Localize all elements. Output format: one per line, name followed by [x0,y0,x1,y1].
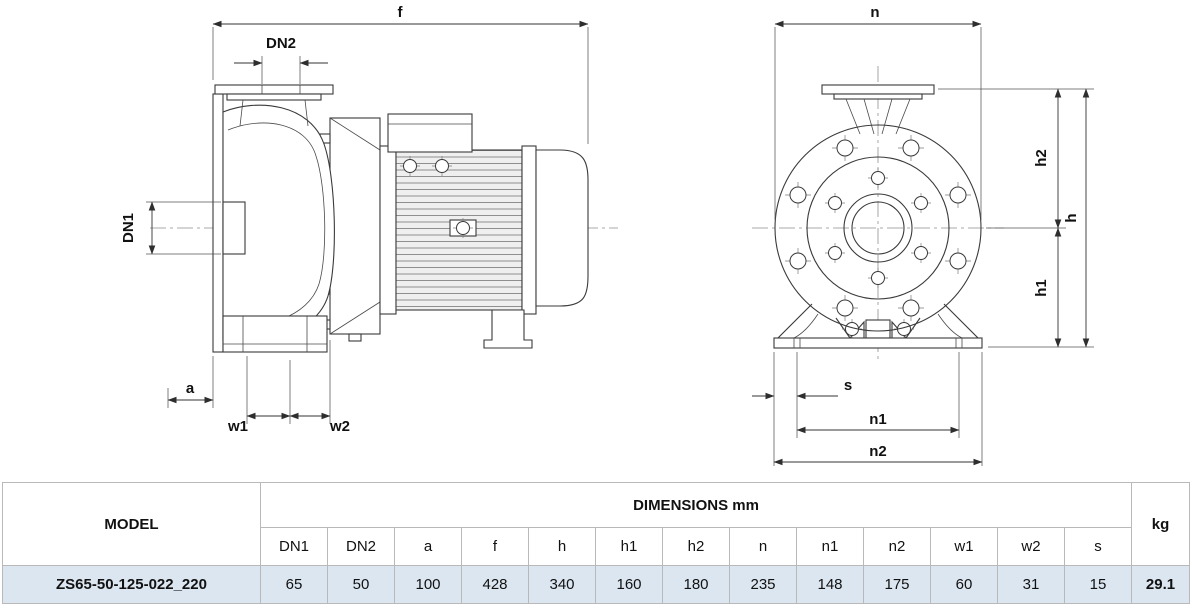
dim-value-n1: 148 [796,565,864,604]
dim-label-h: h [1063,213,1080,222]
col-header-dn1: DN1 [260,527,328,566]
model-name-cell: ZS65-50-125-022_220 [2,565,261,604]
dim-value-h: 340 [528,565,596,604]
dim-value-w2: 31 [997,565,1065,604]
front-view-dimensions: n h2 h h1 s n1 n2 [752,4,1094,466]
dim-label-w1: w1 [227,418,248,435]
dim-value-a: 100 [394,565,462,604]
pump-technical-drawing: f DN2 DN1 a w1 w2 [120,4,1094,466]
dim-label-a: a [186,380,195,397]
dim-value-dn2: 50 [327,565,395,604]
kg-header-cell: kg [1131,482,1190,566]
model-header-cell: MODEL [2,482,261,566]
col-header-h2: h2 [662,527,730,566]
dim-label-f: f [398,4,404,21]
dimensions-table: MODEL DIMENSIONS mm kg DN1 DN2 a f h h1 … [2,482,1190,604]
dim-value-dn1: 65 [260,565,328,604]
col-header-n: n [729,527,797,566]
side-view-dimensions: f DN2 DN1 a w1 w2 [120,4,589,435]
dim-label-s: s [844,377,852,394]
col-header-s: s [1064,527,1132,566]
dim-label-n: n [870,4,879,21]
front-view [752,66,1004,360]
dim-label-dn1: DN1 [120,213,137,243]
dim-value-s: 15 [1064,565,1132,604]
col-header-h: h [528,527,596,566]
col-header-a: a [394,527,462,566]
dim-value-h2: 180 [662,565,730,604]
col-header-n1: n1 [796,527,864,566]
col-header-h1: h1 [595,527,663,566]
col-header-w1: w1 [930,527,998,566]
weight-value-cell: 29.1 [1131,565,1190,604]
dim-value-w1: 60 [930,565,998,604]
dim-value-h1: 160 [595,565,663,604]
col-header-w2: w2 [997,527,1065,566]
col-header-f: f [461,527,529,566]
col-header-dn2: DN2 [327,527,395,566]
dim-label-n1: n1 [869,411,887,428]
col-header-n2: n2 [863,527,931,566]
dim-label-dn2: DN2 [266,35,296,52]
dim-label-h2: h2 [1033,149,1050,167]
dim-label-h1: h1 [1033,279,1050,297]
dim-value-n2: 175 [863,565,931,604]
dimensions-header-cell: DIMENSIONS mm [260,482,1132,528]
dim-label-w2: w2 [329,418,350,435]
dim-value-n: 235 [729,565,797,604]
dim-value-f: 428 [461,565,529,604]
side-view [150,84,618,353]
table-row: ZS65-50-125-022_220 65 50 100 428 340 16… [2,565,1190,604]
dim-label-n2: n2 [869,443,887,460]
